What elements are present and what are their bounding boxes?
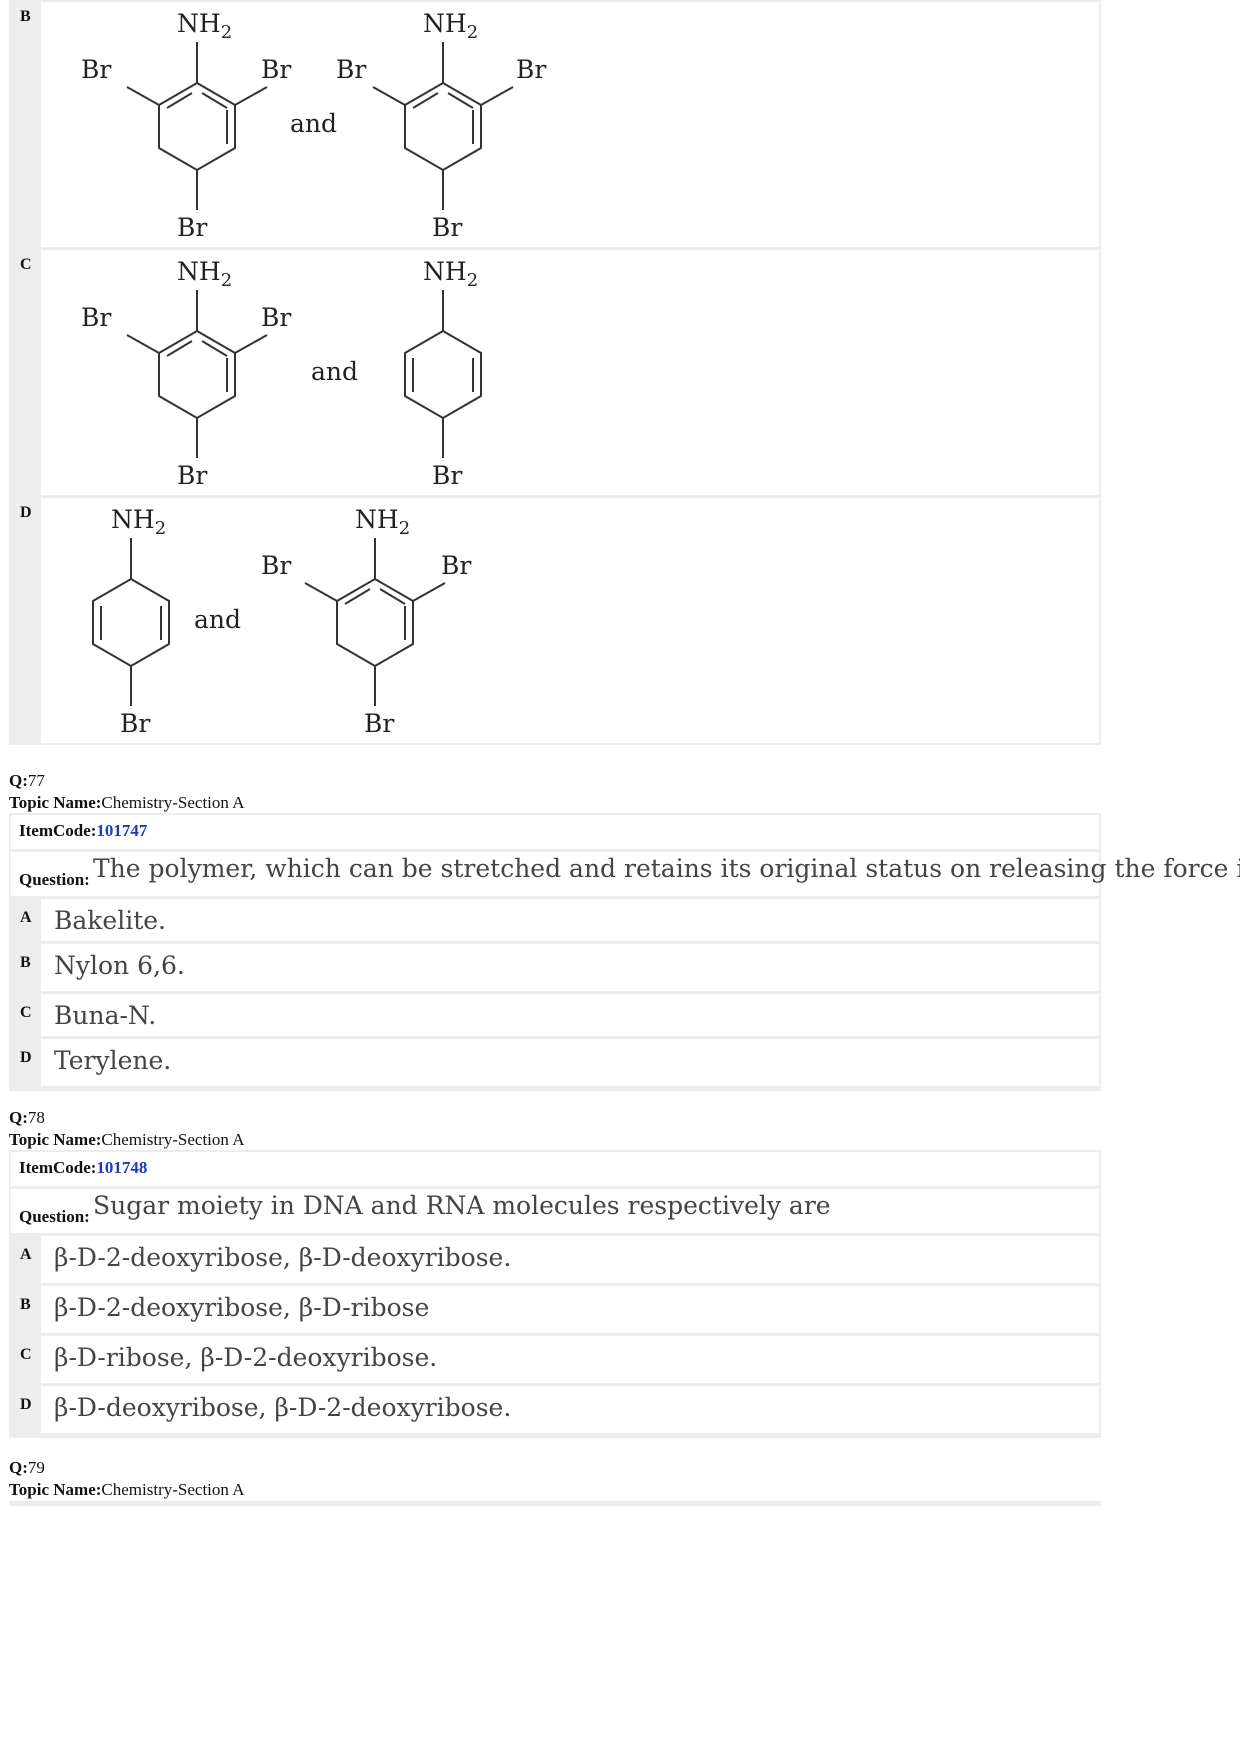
option-text: β-D-2-deoxyribose, β-D-deoxyribose.: [54, 1243, 512, 1272]
question-label: Question:: [19, 870, 90, 889]
structure-drawing: NH2 Br Br Br and NH2 Br Br Br: [81, 9, 546, 242]
bromo-label: Br: [432, 461, 462, 490]
option-letter: B: [20, 954, 31, 971]
amino-group-label: NH2: [111, 505, 166, 539]
option-letter: B: [20, 1296, 31, 1313]
topic-name: Topic Name:Chemistry-Section A: [9, 1130, 245, 1149]
option-letter: A: [20, 909, 32, 926]
option-row-c[interactable]: C Buna-N.: [11, 994, 1099, 1036]
bromo-label: Br: [81, 303, 111, 332]
option-row-d[interactable]: D Terylene.: [11, 1039, 1099, 1086]
bromo-label: Br: [261, 55, 291, 84]
option-letter: B: [20, 8, 31, 25]
bromo-label: Br: [261, 303, 291, 332]
question-text: Sugar moiety in DNA and RNA molecules re…: [93, 1191, 831, 1220]
bromo-label: Br: [516, 55, 546, 84]
prev-question-options: B: [9, 0, 1101, 745]
bromo-label: Br: [120, 709, 150, 738]
question-text-row: Question: The polymer, which can be stre…: [11, 852, 1240, 896]
option-letter: C: [20, 1004, 32, 1021]
option-text: Terylene.: [54, 1046, 172, 1075]
section-divider: [9, 1501, 1101, 1506]
question-text-row: Question: Sugar moiety in DNA and RNA mo…: [11, 1189, 1099, 1233]
question-header-78: Q:78 Topic Name:Chemistry-Section A: [9, 1107, 244, 1151]
bromo-label: Br: [364, 709, 394, 738]
question-header-77: Q:77 Topic Name:Chemistry-Section A: [9, 770, 244, 814]
option-row-b[interactable]: B β-D-2-deoxyribose, β-D-ribose: [11, 1286, 1099, 1333]
item-code: ItemCode:101748: [11, 1152, 1099, 1186]
option-text: Bakelite.: [54, 906, 166, 935]
option-text: Buna-N.: [54, 1001, 157, 1030]
option-row-b[interactable]: B Nylon 6,6.: [11, 944, 1099, 991]
structure-drawing: NH2 Br Br Br and NH2 Br: [81, 257, 482, 490]
question-number: Q:79: [9, 1458, 45, 1477]
bromo-label: Br: [441, 551, 471, 580]
option-structures: NH2 Br Br Br and NH2 Br Br Br: [41, 2, 1099, 247]
option-row-d[interactable]: D: [11, 498, 1099, 743]
and-label: and: [290, 109, 337, 138]
and-label: and: [194, 605, 241, 634]
amino-group-label: NH2: [177, 257, 232, 291]
question-text: The polymer, which can be stretched and …: [93, 854, 1240, 883]
option-letter: D: [20, 504, 32, 521]
option-letter: C: [20, 1346, 32, 1363]
option-row-a[interactable]: A Bakelite.: [11, 899, 1099, 941]
option-structures: NH2 Br and NH2 Br Br Br: [41, 498, 1099, 743]
bromo-label: Br: [177, 213, 207, 242]
question-header-79: Q:79 Topic Name:Chemistry-Section A: [9, 1457, 244, 1501]
option-row-d[interactable]: D β-D-deoxyribose, β-D-2-deoxyribose.: [11, 1386, 1099, 1433]
bromo-label: Br: [432, 213, 462, 242]
question-label: Question:: [19, 1207, 90, 1226]
bromo-label: Br: [261, 551, 291, 580]
amino-group-label: NH2: [177, 9, 232, 43]
bromo-label: Br: [177, 461, 207, 490]
bromo-label: Br: [336, 55, 366, 84]
option-row-c[interactable]: C β-D-ribose, β-D-2-deoxyribose.: [11, 1336, 1099, 1383]
option-text: β-D-ribose, β-D-2-deoxyribose.: [54, 1343, 438, 1372]
option-letter: D: [20, 1049, 32, 1066]
question-number: Q:78: [9, 1108, 45, 1127]
and-label: and: [311, 357, 358, 386]
bromo-label: Br: [81, 55, 111, 84]
option-row-b[interactable]: B: [11, 2, 1099, 247]
option-structures: NH2 Br Br Br and NH2 Br: [41, 250, 1099, 495]
question-table-77: ItemCode:101747 Question: The polymer, w…: [9, 813, 1240, 1091]
option-letter: A: [20, 1246, 32, 1263]
option-letter: D: [20, 1396, 32, 1413]
option-letter: C: [20, 256, 32, 273]
item-code: ItemCode:101747: [11, 815, 1099, 849]
amino-group-label: NH2: [423, 257, 478, 291]
option-text: Nylon 6,6.: [54, 951, 185, 980]
amino-group-label: NH2: [355, 505, 410, 539]
topic-name: Topic Name:Chemistry-Section A: [9, 1480, 245, 1499]
structure-drawing: NH2 Br and NH2 Br Br Br: [92, 505, 471, 738]
question-table-78: ItemCode:101748 Question: Sugar moiety i…: [9, 1150, 1101, 1438]
question-number: Q:77: [9, 771, 45, 790]
amino-group-label: NH2: [423, 9, 478, 43]
topic-name: Topic Name:Chemistry-Section A: [9, 793, 245, 812]
option-text: β-D-2-deoxyribose, β-D-ribose: [54, 1293, 430, 1322]
option-row-a[interactable]: A β-D-2-deoxyribose, β-D-deoxyribose.: [11, 1236, 1099, 1283]
option-text: β-D-deoxyribose, β-D-2-deoxyribose.: [54, 1393, 512, 1422]
option-row-c[interactable]: C NH2: [11, 250, 1099, 495]
